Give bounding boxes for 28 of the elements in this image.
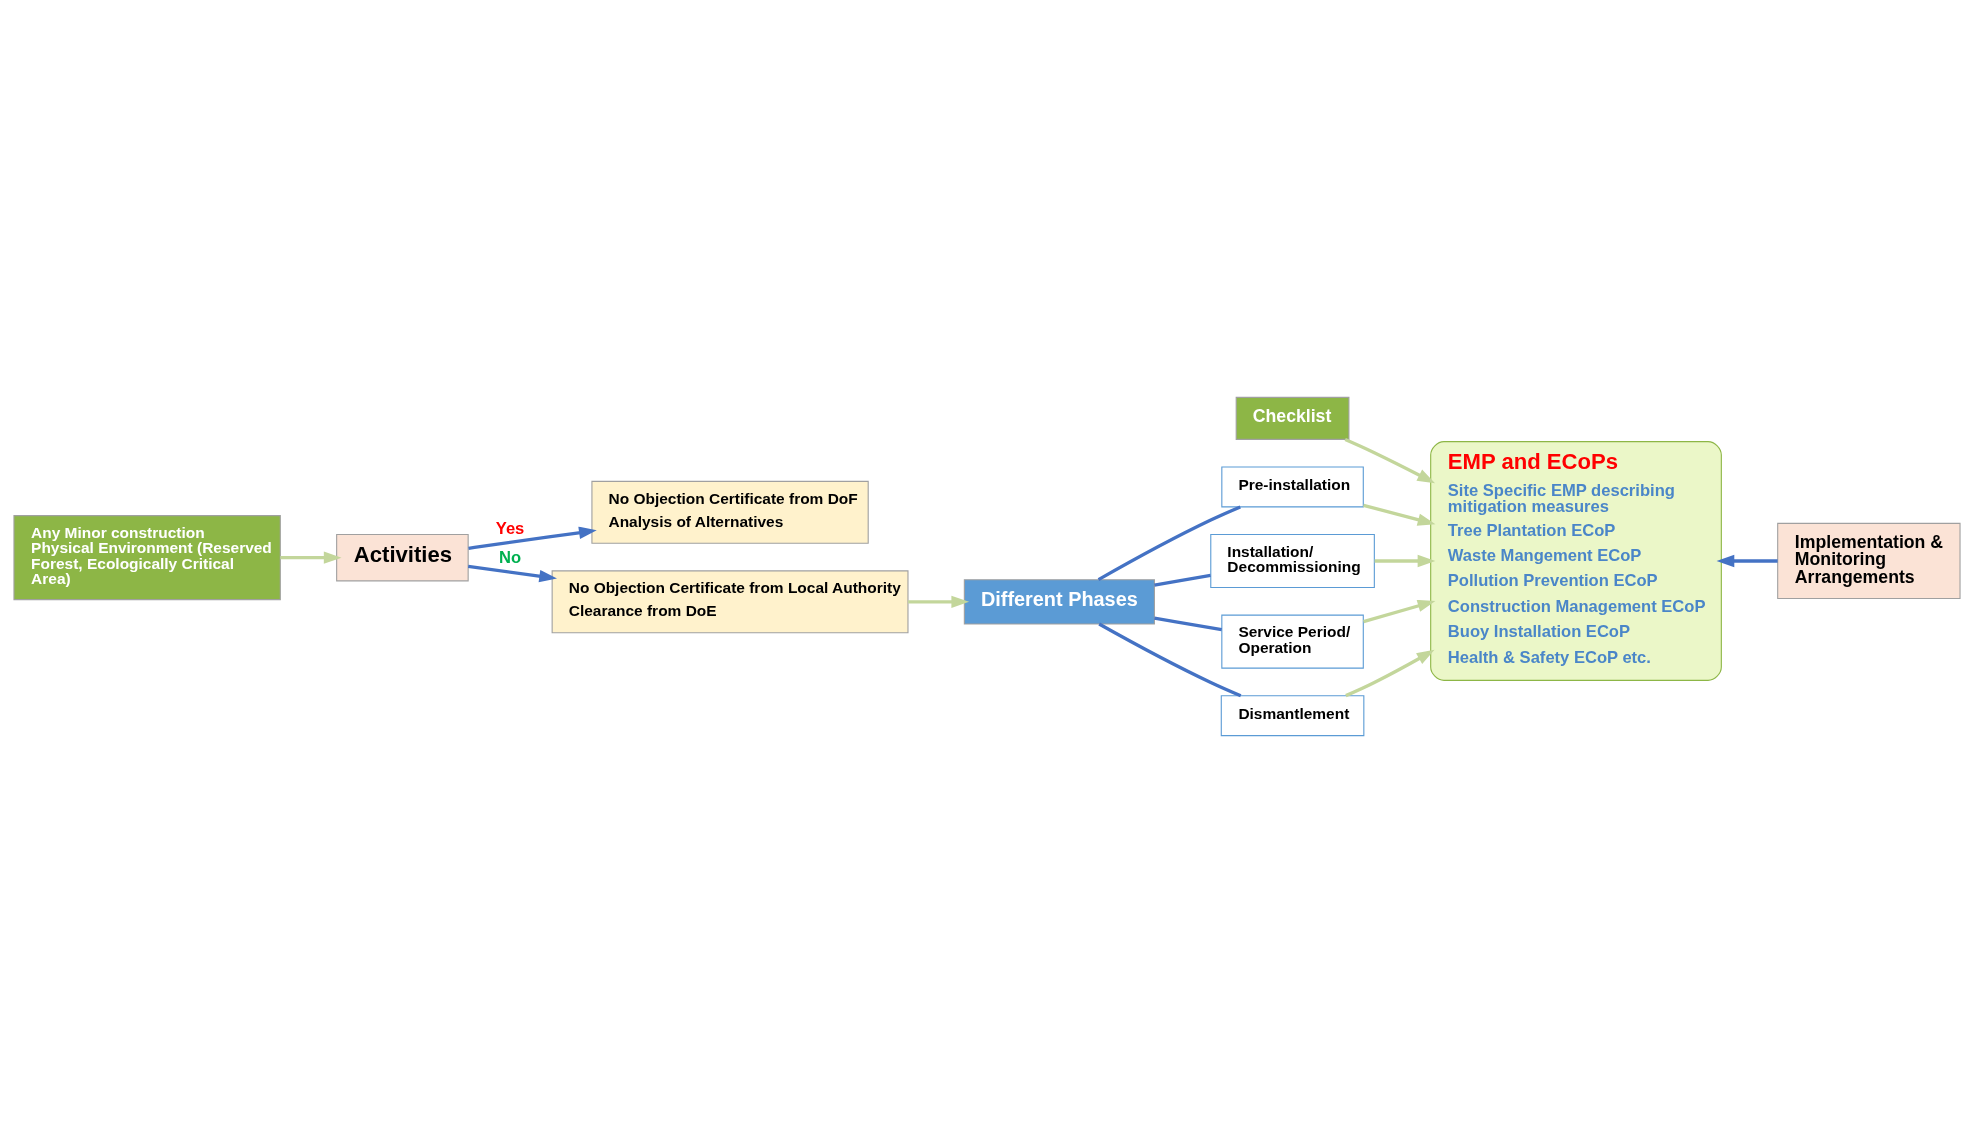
node-box: Dismantlement <box>1220 695 1365 737</box>
node-box: Activities <box>336 533 469 582</box>
arrow <box>1345 649 1435 698</box>
arrow <box>1716 554 1778 568</box>
node-box: Service Period/ Operation <box>1221 614 1364 669</box>
node-box: Different Phases <box>963 579 1155 625</box>
arrow <box>468 526 597 550</box>
edge-label: No <box>499 548 522 568</box>
node-box: No Objection Certificate from Local Authority Clearance from DoE <box>551 570 909 634</box>
node-box: No Objection Certificate from DoF Analysis of Alternatives <box>591 480 869 544</box>
arrow <box>1374 554 1436 568</box>
connector <box>1098 622 1242 698</box>
node-box: Pre-installation <box>1221 466 1364 508</box>
node-box: Implementation & Monitoring Arrangements <box>1777 522 1961 600</box>
edge-label: Yes <box>495 519 525 539</box>
arrow <box>280 551 342 564</box>
connector <box>1154 616 1222 632</box>
arrow <box>908 595 970 609</box>
node-box: EMP and ECoPs Site Specific EMP describing mitigation measures Tree Plantation ECoP Waste Mangement ECoP Pollution Prevention ECoP Construction Management ECoP Buoy Installation ECoP Health & Safety ECoP etc. <box>1430 441 1722 681</box>
node-box: Checklist <box>1235 396 1350 440</box>
node-box: Installation/ Decommissioning <box>1210 533 1375 589</box>
node-box: Any Minor construction Physical Environment (Reserved Forest, Ecologically Critical Area) <box>13 515 281 601</box>
arrow <box>1363 599 1436 624</box>
connector <box>1097 505 1241 582</box>
arrow <box>1363 503 1436 526</box>
arrow <box>1344 437 1436 484</box>
connector <box>1154 573 1211 587</box>
arrow <box>467 564 557 583</box>
